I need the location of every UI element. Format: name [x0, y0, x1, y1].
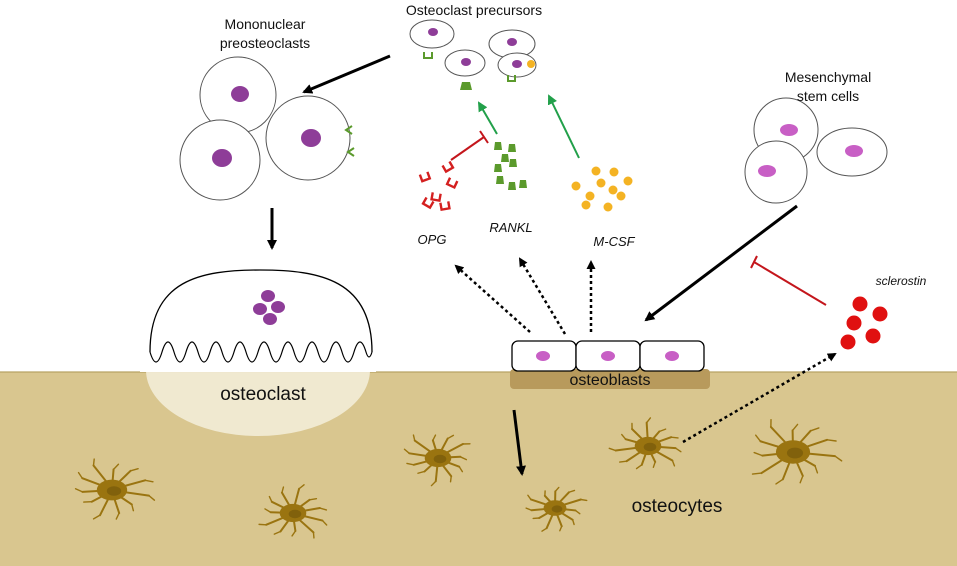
opg-molecule [441, 160, 455, 174]
mcsf-molecule [581, 200, 591, 210]
mcsf-molecule [585, 191, 595, 201]
label-mononuclear-line2: preosteoclasts [220, 35, 310, 51]
osteocyte [608, 417, 682, 470]
osteoclast-precursor-cells [409, 19, 537, 90]
opg-molecules [418, 160, 459, 212]
mcsf-molecule [591, 166, 601, 176]
inhibition-lines [450, 130, 827, 306]
sclerostin-molecule [865, 328, 881, 344]
rank-receptors [344, 125, 355, 157]
rankl-molecule [494, 142, 502, 150]
label-rankl: RANKL [489, 220, 532, 235]
label-sclerostin: sclerostin [876, 274, 927, 288]
mcsf-molecules [571, 166, 633, 212]
label-msc-line2: stem cells [797, 88, 859, 104]
mcsf-molecule [603, 202, 613, 212]
mcsf-molecule [608, 185, 618, 195]
dotted-arrows [454, 257, 837, 444]
osteocyte [258, 484, 328, 539]
label-osteocytes: osteocytes [632, 496, 723, 517]
rankl-molecule [508, 182, 516, 190]
mcsf-molecule [623, 176, 633, 186]
sclerostin-molecules [840, 296, 888, 350]
rankl-molecule [519, 180, 527, 188]
opg-molecule [418, 171, 432, 183]
opg-molecule [439, 201, 451, 212]
sclerostin-molecule [852, 296, 868, 312]
osteocyte [74, 458, 156, 520]
label-mcsf: M-CSF [593, 234, 635, 249]
osteoblast-cells [511, 340, 705, 372]
label-osteoblasts: osteoblasts [570, 372, 651, 389]
rankl-molecule [501, 154, 509, 162]
opg-molecule [430, 192, 442, 203]
mesenchymal-stem-cells [744, 97, 888, 204]
label-opg: OPG [418, 232, 447, 247]
opg-molecule [421, 196, 435, 210]
mcsf-molecule [596, 178, 606, 188]
sclerostin-molecule [840, 334, 856, 350]
bone-matrix [0, 372, 957, 566]
osteoclast-cell [149, 269, 373, 363]
label-mononuclear-line1: Mononuclear [225, 16, 306, 32]
rankl-molecule [509, 159, 517, 167]
label-msc-line1: Mesenchymal [785, 69, 871, 85]
mcsf-molecule [571, 181, 581, 191]
label-osteoclast: osteoclast [220, 384, 306, 405]
osteocyte [751, 419, 843, 485]
osteocytes-layer [74, 417, 843, 539]
osteoclast-nuclei [253, 290, 285, 325]
osteocyte [525, 486, 588, 532]
mcsf-molecule [609, 167, 619, 177]
sclerostin-molecule [846, 315, 862, 331]
opg-molecule [445, 177, 459, 190]
label-osteoclast-precursors: Osteoclast precursors [406, 2, 542, 18]
rankl-molecule [508, 144, 516, 152]
stimulation-arrows [477, 94, 580, 159]
rankl-molecule [494, 164, 502, 172]
solid-arrows [267, 54, 798, 476]
sclerostin-molecule [872, 306, 888, 322]
osteocyte [403, 434, 471, 487]
rankl-molecule [496, 176, 504, 184]
preosteoclast-cells [179, 56, 355, 201]
rankl-molecules [494, 142, 527, 190]
osteoblast-bar [510, 369, 710, 389]
mcsf-molecule [616, 191, 626, 201]
